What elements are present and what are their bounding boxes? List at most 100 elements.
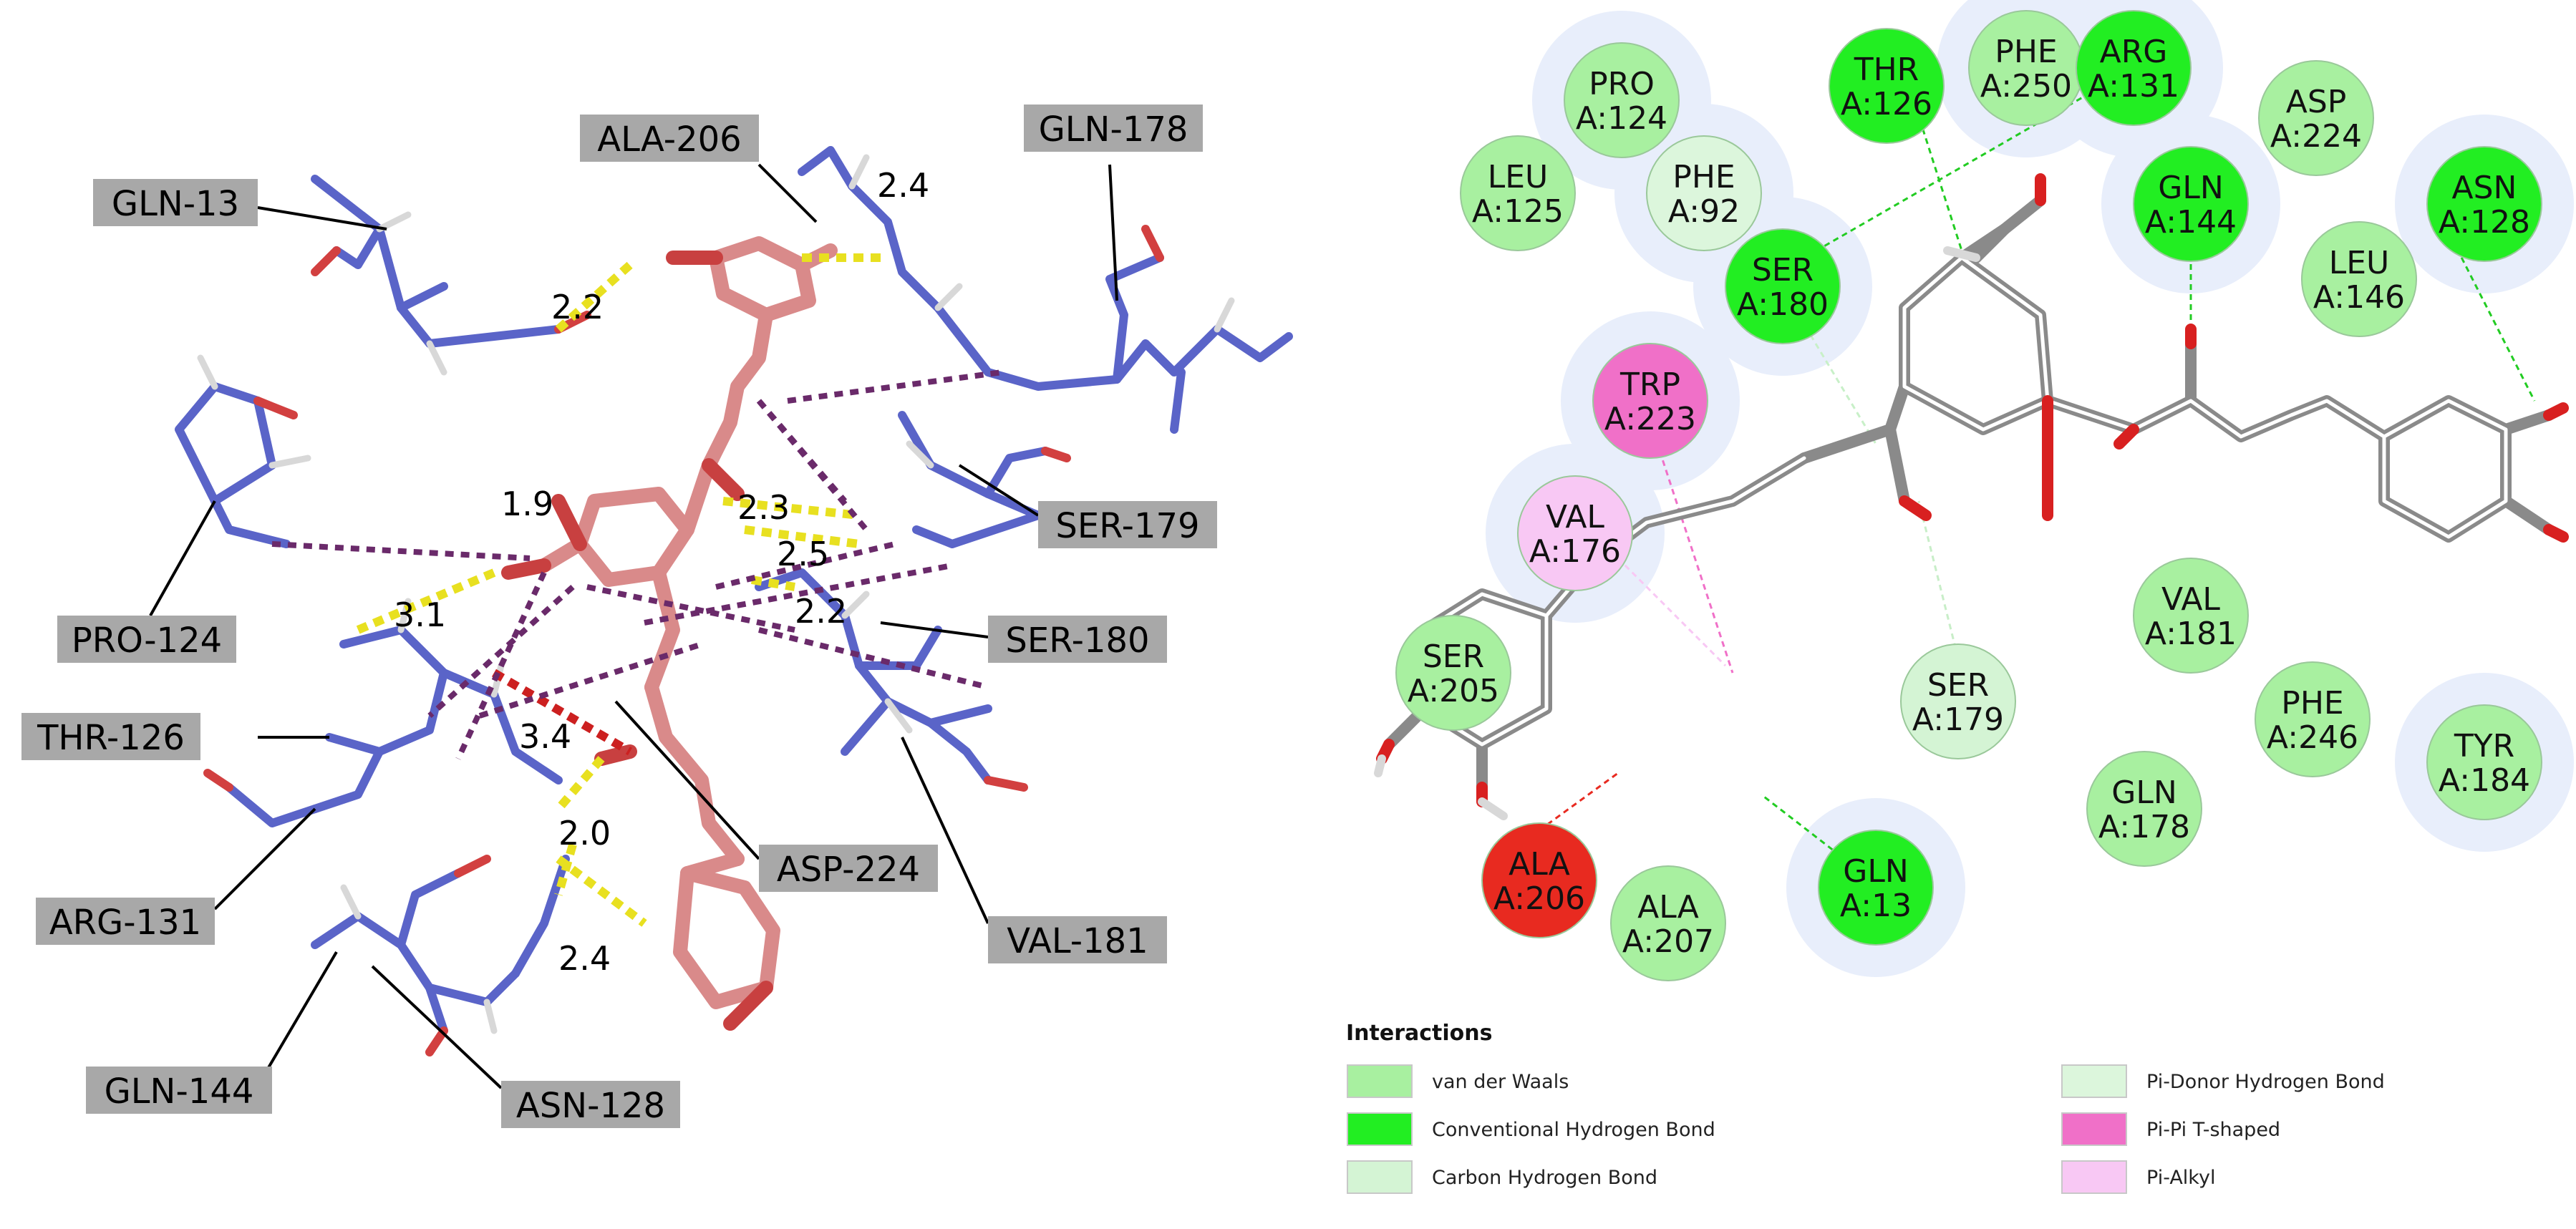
residue-name: GLN <box>2111 774 2177 811</box>
distance-label: 3.4 <box>519 717 571 756</box>
residue-chain-id: A:180 <box>1737 286 1829 323</box>
residue-chain-id: A:224 <box>2270 118 2362 155</box>
label-ser-180: SER-180 <box>988 616 1167 663</box>
residue-circle <box>1460 135 1576 251</box>
svg-text:ASP-224: ASP-224 <box>777 850 920 890</box>
residue-circle <box>1829 28 1945 144</box>
residue-circle <box>2426 146 2542 262</box>
residue-chain-id: A:125 <box>1472 193 1564 230</box>
distance-label: 2.2 <box>551 288 604 326</box>
hbond-lines <box>356 253 888 927</box>
residue-name: SER <box>1927 667 1989 704</box>
residue-name: LEU <box>1488 159 1549 195</box>
residue-name: ALA <box>1509 846 1570 883</box>
residue-circle <box>1481 822 1597 938</box>
residue-chain-id: A:179 <box>1912 701 2004 738</box>
residue-name: PHE <box>1672 159 1735 195</box>
legend-swatch <box>2061 1160 2127 1194</box>
residue-circle <box>1818 830 1934 946</box>
label-gln-144: GLN-144 <box>86 1067 272 1114</box>
residue-circle <box>1564 42 1680 158</box>
distance-labels: 2.4 2.2 1.9 2.3 2.5 3.1 2.2 3.4 2.0 2.4 <box>394 166 929 978</box>
residue-chain-id: A:205 <box>1408 673 1499 709</box>
legend-label: Conventional Hydrogen Bond <box>1432 1119 1715 1141</box>
svg-text:GLN-178: GLN-178 <box>1039 110 1188 150</box>
distance-label: 3.1 <box>394 596 446 634</box>
residue-name: SER <box>1423 638 1484 675</box>
residue-circle <box>2255 661 2371 777</box>
label-gln-178: GLN-178 <box>1024 105 1203 152</box>
other-contact-lines <box>271 369 1003 760</box>
residue-name: TYR <box>2454 728 2514 764</box>
svg-text:GLN-144: GLN-144 <box>105 1072 254 1112</box>
residue-name: GLN <box>2158 170 2224 206</box>
legend-label: Pi-Donor Hydrogen Bond <box>2146 1071 2385 1093</box>
residue-name: PRO <box>1589 66 1655 102</box>
legend-swatch <box>1347 1112 1413 1146</box>
residue-name: LEU <box>2329 245 2390 281</box>
residue-chain-id: A:207 <box>1622 923 1714 960</box>
docking-pose-3d-view: ALA-206 GLN-178 GLN-13 SER-179 PRO-124 S… <box>21 105 1293 1128</box>
residue-chain-id: A:124 <box>1576 100 1667 137</box>
interaction-residues: PROA:124LEUA:125PHEA:92THRA:126PHEA:250A… <box>1395 10 2542 981</box>
distance-label: 2.0 <box>558 814 611 852</box>
residue-chain-id: A:178 <box>2098 809 2190 845</box>
residue-circle <box>1517 475 1633 591</box>
distance-label: 2.3 <box>737 488 790 527</box>
residue-name: PHE <box>2281 685 2343 722</box>
legend-title: Interactions <box>1346 1021 1492 1046</box>
ionic-contact-line <box>491 669 633 756</box>
interaction-diagram-2d: PROA:124LEUA:125PHEA:92THRA:126PHEA:250A… <box>1346 0 2574 1194</box>
distance-label: 2.4 <box>877 166 929 205</box>
svg-text:ASN-128: ASN-128 <box>516 1086 665 1126</box>
label-ser-179: SER-179 <box>1038 501 1217 548</box>
residue-circle <box>1592 343 1708 459</box>
label-ala-206: ALA-206 <box>580 115 759 162</box>
residue-name: ALA <box>1637 889 1699 926</box>
ligand-sticks <box>501 236 838 1031</box>
svg-text:ALA-206: ALA-206 <box>597 120 741 160</box>
legend-label: Carbon Hydrogen Bond <box>1432 1167 1657 1189</box>
residue-name: ARG <box>2100 34 2168 70</box>
svg-text:VAL-181: VAL-181 <box>1007 921 1148 961</box>
legend-swatch <box>2061 1112 2127 1146</box>
residue-circle <box>2133 146 2249 262</box>
residue-chain-id: A:246 <box>2267 719 2358 756</box>
residue-circle <box>1395 615 1511 731</box>
residue-name: VAL <box>1546 499 1604 535</box>
label-thr-126: THR-126 <box>21 713 200 760</box>
residue-chain-id: A:128 <box>2439 204 2530 241</box>
residue-name: ASN <box>2452 170 2517 206</box>
label-asn-128: ASN-128 <box>501 1081 680 1128</box>
legend-swatch <box>1347 1064 1413 1098</box>
svg-text:PRO-124: PRO-124 <box>72 621 222 661</box>
label-arg-131: ARG-131 <box>36 898 215 945</box>
residue-circle <box>1646 135 1762 251</box>
legend-swatch <box>2061 1064 2127 1098</box>
ligand-2d-structure <box>1374 173 2569 820</box>
protein-sticks <box>175 146 1293 1056</box>
residue-chain-id: A:181 <box>2145 616 2237 652</box>
label-gln-13: GLN-13 <box>93 179 258 226</box>
interactions-legend: Interactions van der Waals Conventional … <box>1346 1021 2385 1194</box>
svg-text:THR-126: THR-126 <box>37 718 185 758</box>
distance-label: 1.9 <box>501 485 553 523</box>
residue-chain-id: A:176 <box>1529 533 1621 570</box>
legend-item-pi-donor-hbond: Pi-Donor Hydrogen Bond <box>2061 1064 2385 1098</box>
legend-item-pi-pi-t-shaped: Pi-Pi T-shaped <box>2061 1112 2280 1146</box>
residue-circle <box>1725 228 1841 344</box>
residue-circle <box>1900 643 2016 759</box>
residue-name: PHE <box>1995 34 2057 70</box>
